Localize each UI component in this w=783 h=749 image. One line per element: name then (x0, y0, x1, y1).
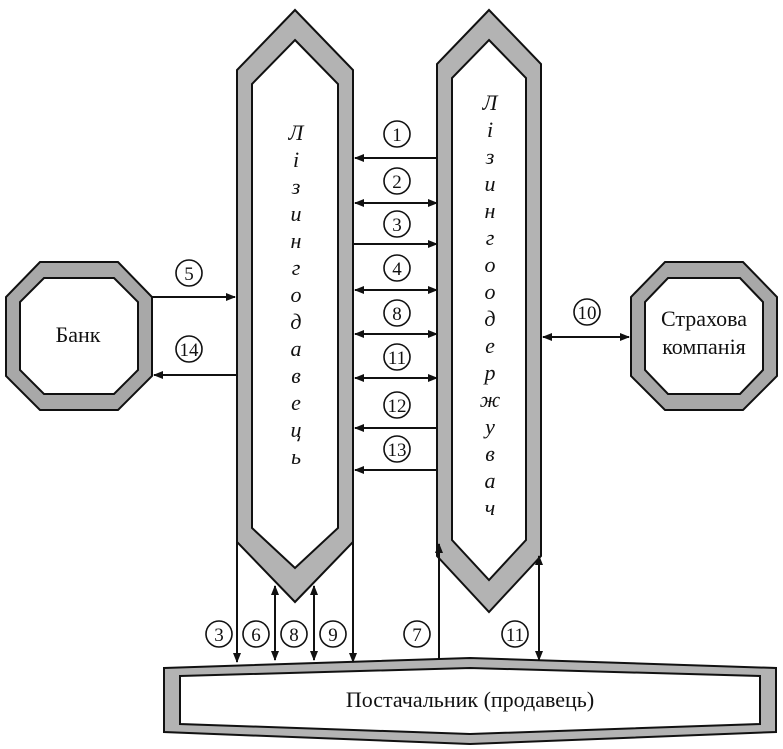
lessor-block (236, 8, 354, 604)
svg-text:11: 11 (388, 348, 406, 369)
lessor-letter: а (291, 336, 302, 361)
lessee-letter: е (485, 333, 495, 358)
lessee-letter: г (486, 225, 495, 250)
num-mid-11: 11 (383, 343, 411, 371)
lessor-letter: н (291, 228, 302, 253)
insurer-label-line1: Страхова (661, 306, 747, 331)
svg-text:9: 9 (328, 625, 338, 646)
svg-text:8: 8 (289, 625, 299, 646)
num-mid-4: 4 (383, 254, 411, 282)
lessor-letter: Л (288, 120, 305, 145)
svg-text:12: 12 (388, 396, 407, 417)
lessor-letter: в (291, 363, 301, 388)
lessor-letter: ц (291, 417, 302, 442)
lessee-letter: ч (485, 495, 496, 520)
num-mid-1: 1 (383, 120, 411, 148)
lessor-letter: з (291, 174, 301, 199)
lessee-block (436, 8, 542, 614)
lessee-letter: ж (480, 387, 501, 412)
svg-text:2: 2 (392, 172, 402, 193)
svg-text:7: 7 (412, 625, 422, 646)
lessee-letter: Л (482, 90, 499, 115)
bottom-arrows (233, 542, 543, 663)
lessee-letter: р (483, 360, 496, 385)
lessee-letter: а (485, 468, 496, 493)
supplier-block: Постачальник (продавець) (163, 656, 777, 746)
num-insurer-10: 10 (573, 298, 601, 326)
bank-block: Банк (5, 261, 153, 411)
svg-text:8: 8 (392, 304, 402, 325)
num-mid-12: 12 (383, 391, 411, 419)
num-bottom-3: 3 (205, 620, 233, 648)
svg-text:13: 13 (388, 440, 407, 461)
lessor-letter: о (291, 282, 302, 307)
num-bank-14: 14 (175, 335, 203, 363)
insurer-block: Страхова компанія (630, 261, 778, 411)
svg-text:3: 3 (214, 625, 224, 646)
svg-text:14: 14 (180, 340, 200, 361)
middle-arrows (353, 154, 438, 474)
num-mid-8: 8 (383, 299, 411, 327)
lessee-letter: з (485, 144, 495, 169)
lessor-letter: і (293, 147, 299, 172)
lessee-letter: д (484, 306, 495, 331)
num-mid-3: 3 (383, 210, 411, 238)
supplier-label: Постачальник (продавець) (346, 687, 594, 712)
lessee-letter: о (485, 279, 496, 304)
lessee-letter: і (487, 117, 493, 142)
svg-text:11: 11 (506, 625, 524, 646)
num-mid-13: 13 (383, 435, 411, 463)
num-bottom-6: 6 (242, 620, 270, 648)
num-bank-5: 5 (175, 259, 203, 287)
lessor-letter: ь (291, 444, 301, 469)
svg-text:4: 4 (392, 259, 402, 280)
lessor-letter: г (292, 255, 301, 280)
svg-text:1: 1 (392, 125, 402, 146)
bank-arrows (152, 293, 237, 379)
lessor-letter: е (291, 390, 301, 415)
number-circles: 1 2 3 4 8 11 12 13 5 14 10 3 6 8 9 7 11 (175, 120, 601, 648)
lessee-letter: н (485, 198, 496, 223)
svg-text:6: 6 (251, 625, 261, 646)
bank-label: Банк (56, 322, 101, 347)
svg-text:5: 5 (184, 264, 194, 285)
lessor-letter: и (291, 201, 302, 226)
svg-text:10: 10 (578, 303, 597, 324)
lessee-letter: о (485, 252, 496, 277)
num-mid-2: 2 (383, 167, 411, 195)
lessee-letter: у (483, 414, 495, 439)
insurer-label-line2: компанія (662, 334, 746, 359)
num-bottom-7: 7 (403, 620, 431, 648)
num-bottom-11: 11 (501, 620, 529, 648)
lessor-letter: д (290, 309, 301, 334)
num-bottom-8: 8 (280, 620, 308, 648)
lessee-letter: и (485, 171, 496, 196)
lessee-letter: в (485, 441, 495, 466)
svg-text:3: 3 (392, 215, 402, 236)
num-bottom-9: 9 (319, 620, 347, 648)
